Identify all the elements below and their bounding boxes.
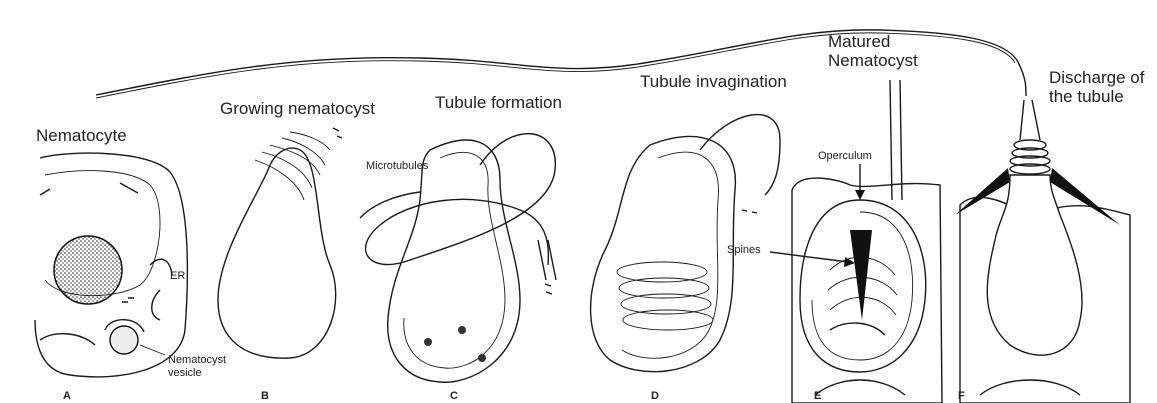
title-discharge-of-tubule: Discharge of the tubule <box>1049 68 1144 106</box>
nematocyst-vesicle <box>110 326 138 354</box>
label-operculum: Operculum <box>818 150 872 162</box>
title-tubule-invagination: Tubule invagination <box>640 72 787 92</box>
nucleus <box>54 236 122 304</box>
panel-letter-c: C <box>450 390 458 402</box>
title-tubule-formation: Tubule formation <box>435 93 562 113</box>
panel-letter-a: A <box>63 390 71 402</box>
stage-a-nematocyte <box>35 153 187 377</box>
label-er: ER <box>170 270 185 282</box>
title-growing-nematocyst: Growing nematocyst <box>220 99 375 119</box>
panel-letter-b: B <box>261 390 269 402</box>
title-nematocyte: Nematocyte <box>36 126 127 146</box>
stage-e-matured-nematocyst <box>792 80 942 403</box>
panel-letter-d: D <box>651 390 659 402</box>
title-matured-nematocyst: Matured Nematocyst <box>828 32 918 70</box>
label-spines: Spines <box>727 244 761 256</box>
label-microtubules: Microtubules <box>366 160 428 172</box>
label-nematocyst-vesicle: Nematocyst vesicle <box>168 354 226 380</box>
panel-letter-e: E <box>814 390 821 402</box>
panel-letter-f: F <box>958 390 965 402</box>
stage-b-growing-nematocyst <box>218 128 342 358</box>
stage-f-discharge <box>955 100 1130 403</box>
